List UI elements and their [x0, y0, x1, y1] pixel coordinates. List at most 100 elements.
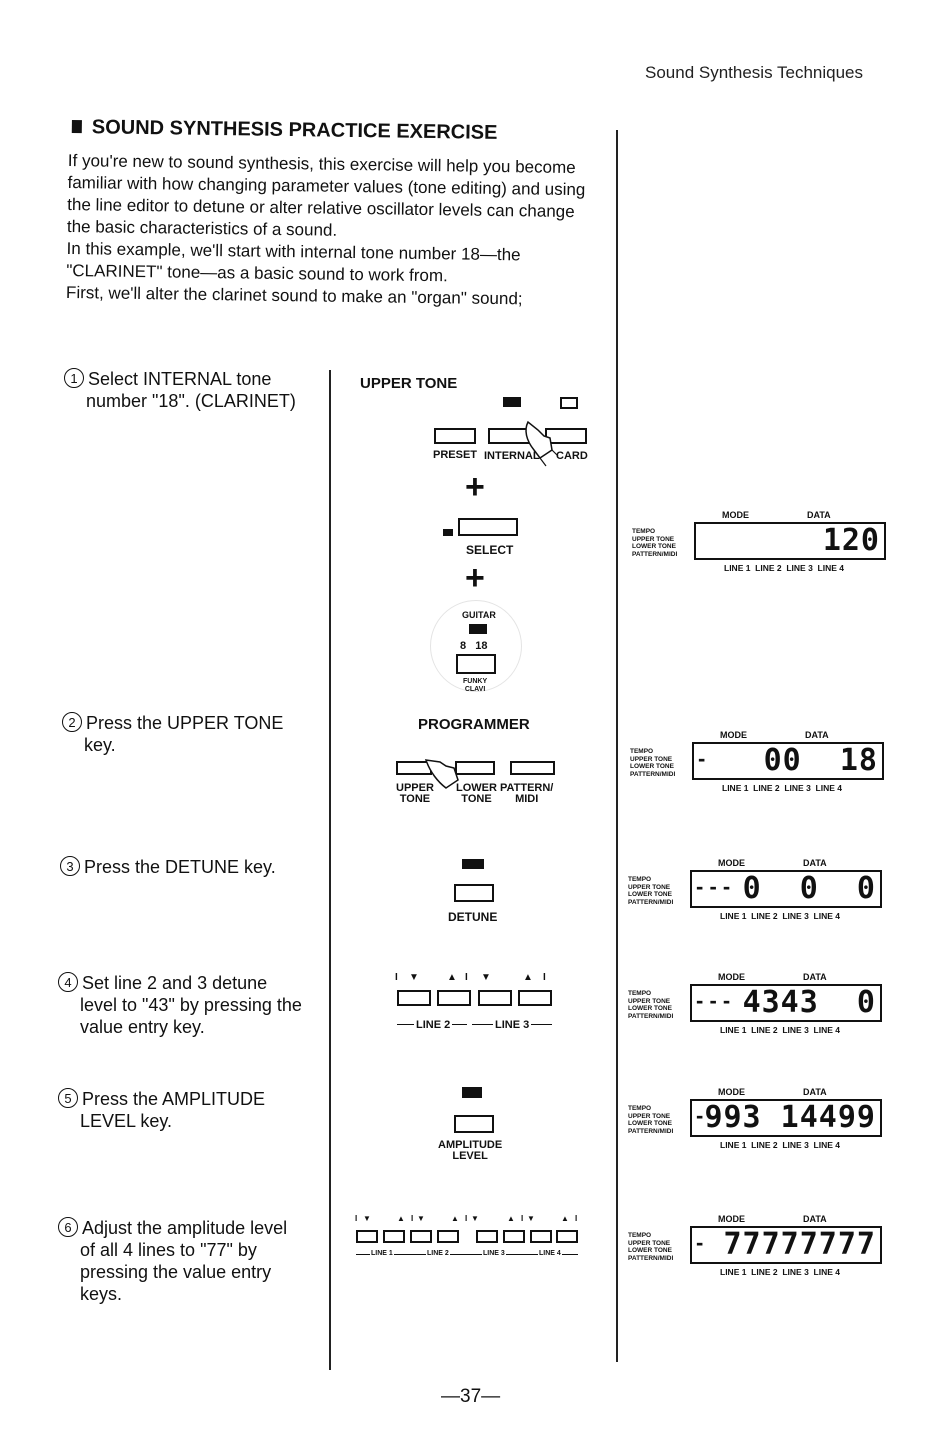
lcd-side-label: UPPER TONE [632, 535, 675, 543]
value-key[interactable] [437, 1230, 459, 1243]
intro-paragraph-2: In this example, we'll start with intern… [66, 238, 521, 286]
step-number: 5 [58, 1088, 78, 1108]
detune-key[interactable] [454, 884, 494, 902]
step-text: Press the AMPLITUDE [82, 1089, 266, 1109]
value-key[interactable] [503, 1230, 525, 1243]
column-divider-left [329, 370, 331, 1370]
line-3-label: LINE 3 [493, 1019, 532, 1031]
svg-text:▼: ▼ [409, 972, 419, 982]
select-label: SELECT [466, 543, 514, 557]
lcd-line-labels: LINE 1 LINE 2 LINE 3 LINE 4 [720, 1140, 840, 1150]
value-key[interactable] [397, 990, 431, 1006]
lcd-side-label: PATTERN/MIDI [632, 550, 678, 558]
tone-number-key[interactable] [456, 654, 496, 674]
pattern-midi-key-label: PATTERN/ MIDI [500, 782, 554, 805]
lcd-side-label: TEMPO [628, 1232, 652, 1239]
lcd-data-label: DATA [803, 972, 827, 982]
value-entry-arrows: I▼▲I▼▲I▼▲I▼▲I [355, 1214, 577, 1223]
value-key[interactable] [476, 1230, 498, 1243]
lcd-digits: 993 14499 [704, 1100, 876, 1135]
lcd-side-label: UPPER TONE [628, 1112, 671, 1120]
value-key[interactable] [478, 990, 512, 1006]
amplitude-level-key[interactable] [454, 1115, 494, 1133]
value-key[interactable] [383, 1230, 405, 1243]
preset-key[interactable] [434, 428, 476, 444]
lcd-left-mark: - - - [696, 988, 731, 1013]
lcd-screen: -77777777 [690, 1226, 882, 1264]
lcd-side-label: TEMPO [628, 876, 652, 883]
svg-text:▼: ▼ [481, 972, 491, 982]
lcd-side-label: LOWER TONE [628, 1005, 672, 1012]
page-number: —37— [441, 1386, 501, 1407]
line-3-label: LINE 3 [482, 1250, 506, 1257]
step-text: Adjust the amplitude level [82, 1218, 288, 1238]
upper-tone-select-key[interactable] [560, 397, 578, 409]
lcd-data-label: DATA [803, 858, 827, 868]
intro-text: If you're new to sound synthesis, this e… [66, 150, 598, 311]
detune-label: DETUNE [448, 910, 498, 924]
step-number: 6 [58, 1217, 78, 1237]
lcd-side-label: UPPER TONE [630, 755, 673, 763]
value-key[interactable] [556, 1230, 578, 1243]
lcd-side-label: TEMPO [628, 1105, 652, 1112]
lcd-screen: - - -0 0 0 [690, 870, 882, 908]
lcd-data-label: DATA [803, 1087, 827, 1097]
card-label: CARD [556, 450, 588, 462]
line-2-label: LINE 2 [414, 1019, 453, 1031]
select-key[interactable] [458, 518, 518, 536]
led-indicator [503, 397, 521, 407]
lcd-screen: - - -4343 0 [690, 984, 882, 1022]
tone-dial [430, 600, 522, 692]
step-number: 4 [58, 972, 78, 992]
lcd-side-label: PATTERN/MIDI [628, 1127, 674, 1135]
svg-text:▲: ▲ [397, 1214, 405, 1223]
lcd-mode-label: MODE [718, 1087, 745, 1097]
svg-text:▲: ▲ [507, 1214, 515, 1223]
lcd-left-mark: - [696, 1230, 704, 1255]
lcd-line-labels: LINE 1 LINE 2 LINE 3 LINE 4 [724, 563, 844, 573]
svg-text:▼: ▼ [363, 1214, 371, 1223]
svg-text:▲: ▲ [451, 1214, 459, 1223]
value-key[interactable] [530, 1230, 552, 1243]
lcd-line-labels: LINE 1 LINE 2 LINE 3 LINE 4 [722, 783, 842, 793]
step-text: Press the UPPER TONE [86, 713, 284, 733]
step-text-cont: key. [84, 735, 116, 755]
column-divider-right [616, 130, 618, 1362]
guitar-label: GUITAR [462, 610, 496, 620]
lcd-left-mark: - [698, 746, 706, 771]
lcd-data-label: DATA [805, 730, 829, 740]
step-text-cont: LEVEL key. [80, 1111, 173, 1131]
svg-text:▲: ▲ [447, 972, 457, 982]
step-number: 1 [64, 368, 84, 388]
step-text: Select INTERNAL tone [88, 369, 272, 389]
lcd-line-labels: LINE 1 LINE 2 LINE 3 LINE 4 [720, 1267, 840, 1277]
svg-text:I: I [543, 972, 546, 982]
lcd-line-labels: LINE 1 LINE 2 LINE 3 LINE 4 [720, 1025, 840, 1035]
value-key[interactable] [356, 1230, 378, 1243]
pattern-midi-key[interactable] [510, 761, 555, 775]
lower-tone-key[interactable] [455, 761, 495, 775]
lcd-left-mark: - [696, 1103, 704, 1128]
lcd-side-label: TEMPO [628, 990, 652, 997]
tone-number-label: 8 18 [460, 640, 488, 652]
step-text-cont: number "18". (CLARINET) [86, 391, 296, 411]
lcd-side-label: PATTERN/MIDI [628, 1012, 674, 1020]
value-key[interactable] [437, 990, 471, 1006]
svg-text:▼: ▼ [417, 1214, 425, 1223]
lower-tone-key-label: LOWER TONE [456, 782, 497, 805]
lcd-digits: 77777777 [723, 1227, 876, 1262]
pointing-hand-icon [424, 759, 459, 789]
step-number: 2 [62, 712, 82, 732]
line-1-label: LINE 1 [370, 1250, 394, 1257]
value-key[interactable] [410, 1230, 432, 1243]
value-key[interactable] [518, 990, 552, 1006]
